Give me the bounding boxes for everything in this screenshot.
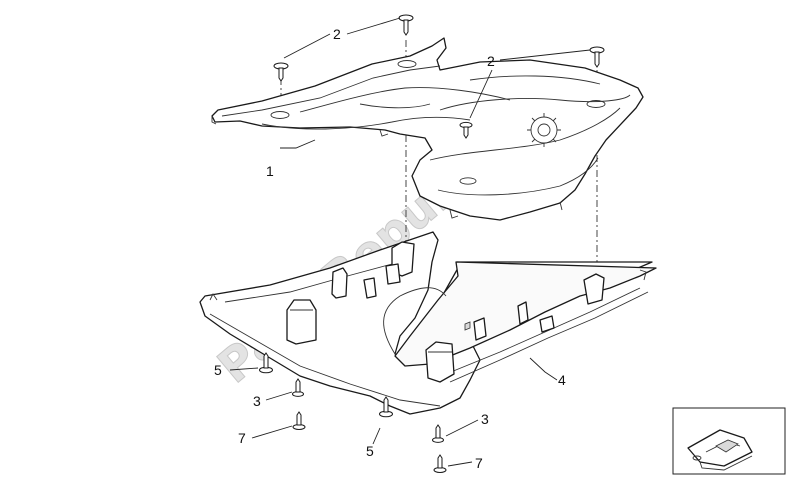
gear-badge-icon — [527, 113, 561, 147]
screw-7-a — [292, 411, 306, 430]
screw-5-b — [379, 396, 393, 418]
screw-3-b — [432, 424, 444, 443]
screw-7-b — [433, 454, 447, 473]
footboard-panel — [211, 37, 644, 221]
callout-3-b: 3 — [481, 411, 489, 427]
screw-2-a — [273, 62, 289, 82]
screw-2-c — [589, 46, 605, 68]
callout-3-a: 3 — [253, 393, 261, 409]
callout-4: 4 — [558, 372, 566, 388]
screw-2-d — [459, 121, 473, 139]
callout-7-a: 7 — [238, 430, 246, 446]
screw-2-b — [398, 14, 414, 36]
screw-5-a — [259, 352, 273, 374]
leader-lines — [229, 17, 763, 467]
callout-7-b: 7 — [475, 455, 483, 471]
callout-2-a: 2 — [333, 26, 341, 42]
inset-box-part-6 — [672, 407, 786, 475]
callout-5-a: 5 — [214, 362, 222, 378]
lower-underbody-panel — [199, 231, 657, 415]
callout-5-b: 5 — [366, 443, 374, 459]
callout-2-b: 2 — [487, 53, 495, 69]
callout-1: 1 — [266, 163, 274, 179]
screw-3-a — [292, 378, 304, 397]
clip-icon — [687, 429, 753, 471]
